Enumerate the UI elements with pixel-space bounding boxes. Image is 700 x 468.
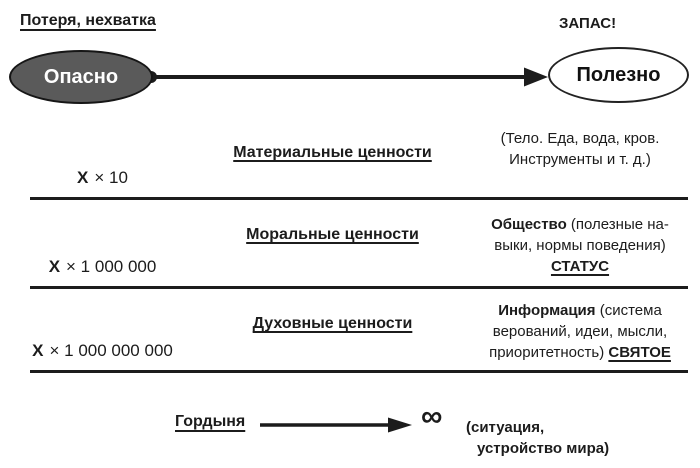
footer-description-line: устройство мира) <box>477 440 610 457</box>
footer-description: (ситуация, устройство мира) <box>466 417 609 459</box>
description-line: Инструменты и т. д.) <box>509 151 651 168</box>
pride-label: Гордыня <box>175 413 246 430</box>
society-keyword: Общество <box>491 216 567 233</box>
description-text: (система <box>595 302 662 319</box>
description-line: выки, нормы поведения) <box>494 237 666 254</box>
status-keyword: СТАТУС <box>550 258 610 275</box>
description-text: приоритетность) <box>489 344 609 361</box>
description-moral: Общество (полезные на- выки, нормы повед… <box>460 200 700 286</box>
factor-x: X <box>77 168 89 187</box>
description-line: СТАТУС <box>460 256 700 277</box>
description-line: (Тело. Еда, вода, кров. <box>500 130 660 147</box>
factor-x: X <box>32 341 44 360</box>
factor-x: X <box>48 257 61 276</box>
table-row-material: X × 10 Материальные ценности (Тело. Еда,… <box>0 118 700 197</box>
row-divider <box>30 370 688 373</box>
row-divider <box>30 286 688 289</box>
footer-description-line: (ситуация, <box>466 419 545 436</box>
description-line: верований, идеи, мысли, <box>492 323 668 340</box>
amount-value: × 1 000 000 000 <box>49 341 173 360</box>
multiplier-moral: X × 1 000 000 <box>0 200 205 286</box>
infinity-symbol: ∞ <box>421 400 443 433</box>
description-line: Информация (система <box>460 300 700 321</box>
multiplier-material: X × 10 <box>0 118 205 197</box>
loss-shortage-label: Потеря, нехватка <box>20 12 156 29</box>
category-label: Моральные ценности <box>246 226 419 243</box>
category-moral: Моральные ценности <box>205 200 460 286</box>
arrow-right-icon <box>260 417 412 433</box>
description-line: приоритетность) СВЯТОЕ <box>460 342 700 363</box>
table-row-moral: X × 1 000 000 Моральные ценности Обществ… <box>0 200 700 286</box>
table-row-spiritual: X × 1 000 000 000 Духовные ценности Инфо… <box>0 289 700 370</box>
description-material: (Тело. Еда, вода, кров. Инструменты и т.… <box>460 118 700 197</box>
sacred-keyword: СВЯТОЕ <box>608 344 671 361</box>
category-label: Духовные ценности <box>252 315 413 332</box>
row-divider <box>30 197 688 200</box>
danger-ellipse: Опасно <box>9 50 153 104</box>
danger-label: Опасно <box>43 65 119 88</box>
multiplier-spiritual: X × 1 000 000 000 <box>0 289 205 370</box>
category-label: Материальные ценности <box>233 144 432 161</box>
description-text: (полезные на- <box>566 216 669 233</box>
values-table: X × 10 Материальные ценности (Тело. Еда,… <box>0 118 700 373</box>
category-material: Материальные ценности <box>205 118 460 197</box>
useful-ellipse: Полезно <box>548 47 689 103</box>
stock-label: ЗАПАС! <box>559 15 617 32</box>
amount-value: × 10 <box>94 168 128 187</box>
information-keyword: Информация <box>498 302 596 319</box>
useful-label: Полезно <box>576 63 661 86</box>
description-spiritual: Информация (система верований, идеи, мыс… <box>460 289 700 370</box>
category-spiritual: Духовные ценности <box>205 289 460 370</box>
description-line: Общество (полезные на- <box>460 214 700 235</box>
amount-value: × 1 000 000 <box>66 257 157 276</box>
